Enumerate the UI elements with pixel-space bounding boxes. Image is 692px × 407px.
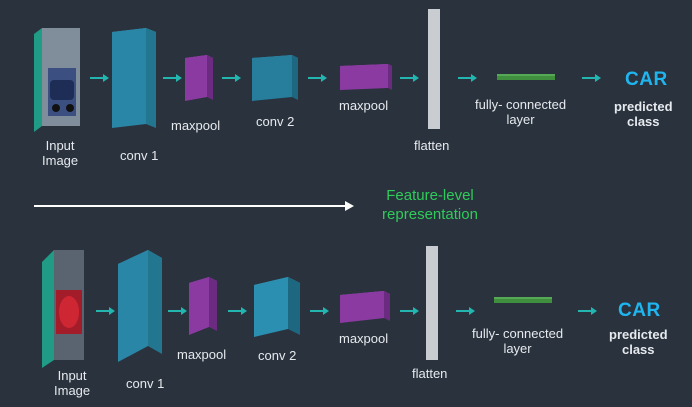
top-arrow-4	[308, 74, 327, 82]
bottom-predicted-class-label: predicted class	[609, 327, 668, 357]
bottom-arrow-2	[168, 307, 187, 315]
bottom-maxpool2-label: maxpool	[339, 331, 389, 346]
bottom-arrow-4	[310, 307, 329, 315]
bottom-arrow-1	[96, 307, 115, 315]
top-arrow-7	[582, 74, 601, 82]
bottom-maxpool1-label: maxpool	[177, 347, 227, 362]
top-predicted-class-value: CAR	[625, 69, 668, 90]
top-maxpool1-label: maxpool	[171, 118, 221, 133]
bottom-arrow-7	[578, 307, 597, 315]
bottom-conv1-label: conv 1	[126, 376, 165, 391]
top-input-image	[34, 28, 80, 132]
bottom-flatten-label: flatten	[412, 366, 448, 381]
top-conv1-label: conv 1	[120, 148, 159, 163]
bottom-arrow-6	[456, 307, 475, 315]
bottom-conv2-label: conv 2	[258, 348, 297, 363]
bottom-conv2-block	[254, 277, 300, 337]
bottom-arrow-3	[228, 307, 247, 315]
top-conv2-block	[252, 55, 298, 101]
bottom-maxpool1-block	[189, 277, 217, 335]
top-arrow-6	[458, 74, 477, 82]
top-maxpool2-label: maxpool	[339, 98, 389, 113]
top-arrow-3	[222, 74, 241, 82]
bottom-input-image	[42, 250, 84, 368]
bottom-arrow-5	[400, 307, 419, 315]
bottom-flatten-bar	[426, 246, 438, 360]
top-fc-label: fully- connected layer	[475, 97, 567, 127]
bottom-predicted-class-value: CAR	[618, 300, 661, 321]
top-arrow-5	[400, 74, 419, 82]
top-fc-layer	[497, 74, 555, 80]
feature-level-caption: Feature-level representation	[382, 187, 478, 223]
bottom-conv1-block	[118, 250, 162, 362]
top-conv2-label: conv 2	[256, 114, 295, 129]
bottom-input-label: Input Image	[54, 368, 91, 398]
top-maxpool1-block	[185, 55, 213, 101]
top-arrow-2	[163, 74, 182, 82]
feature-level-arrow	[34, 201, 354, 211]
top-maxpool2-block	[340, 64, 392, 90]
bottom-maxpool2-block	[340, 291, 390, 323]
bottom-fc-layer	[494, 297, 552, 303]
bottom-fc-label: fully- connected layer	[472, 326, 564, 356]
top-input-label: Input Image	[42, 138, 79, 168]
top-predicted-class-label: predicted class	[614, 99, 673, 129]
top-conv1-block	[112, 28, 156, 128]
top-flatten-label: flatten	[414, 138, 450, 153]
top-flatten-bar	[428, 9, 440, 129]
top-arrow-1	[90, 74, 109, 82]
